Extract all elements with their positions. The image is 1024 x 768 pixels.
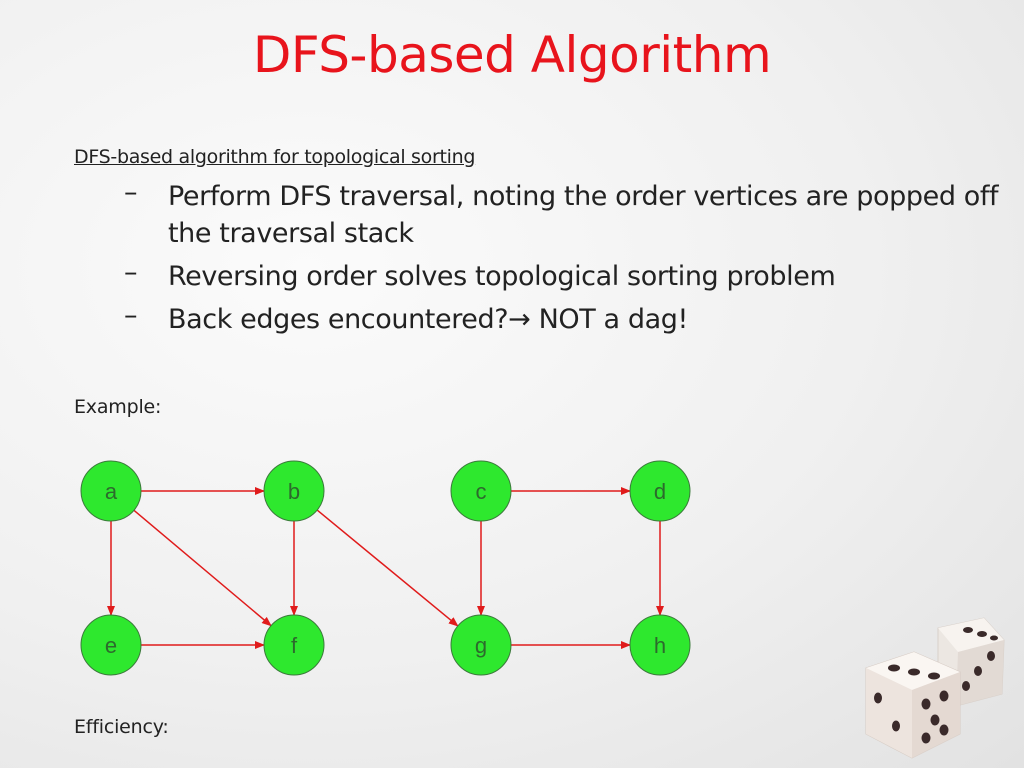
dash-marker: – (124, 300, 138, 331)
efficiency-label: Efficiency: (74, 716, 169, 738)
bullet-text: Reversing order solves topological sorti… (168, 261, 836, 292)
node-label-a: a (105, 479, 118, 504)
node-label-b: b (288, 479, 300, 504)
bullet-list: –Perform DFS traversal, noting the order… (124, 177, 1004, 344)
node-label-c: c (476, 479, 487, 504)
node-label-f: f (291, 633, 298, 658)
node-label-e: e (105, 633, 117, 658)
example-label: Example: (74, 396, 162, 418)
edge-b-g (316, 509, 459, 627)
slide-title: DFS-based Algorithm (252, 26, 772, 84)
bullet-text: Perform DFS traversal, noting the order … (168, 181, 999, 249)
bullet-text: Back edges encountered?→ NOT a dag! (168, 304, 688, 335)
bullet-item: –Back edges encountered?→ NOT a dag! (124, 300, 1004, 338)
dash-marker: – (124, 257, 138, 288)
dash-marker: – (124, 177, 138, 208)
node-h (629, 614, 691, 676)
node-e (80, 614, 142, 676)
node-g (450, 614, 512, 676)
node-label-h: h (654, 633, 666, 658)
node-c (450, 460, 512, 522)
node-label-g: g (475, 633, 487, 658)
node-b (263, 460, 325, 522)
node-a (80, 460, 142, 522)
node-label-d: d (654, 479, 666, 504)
intro-text: DFS-based algorithm for topological sort… (74, 146, 476, 168)
dice-icon (865, 617, 1005, 759)
node-f (263, 614, 325, 676)
edge-a-f (133, 509, 272, 627)
bullet-item: –Reversing order solves topological sort… (124, 257, 1004, 295)
bullet-item: –Perform DFS traversal, noting the order… (124, 177, 1004, 252)
node-d (629, 460, 691, 522)
